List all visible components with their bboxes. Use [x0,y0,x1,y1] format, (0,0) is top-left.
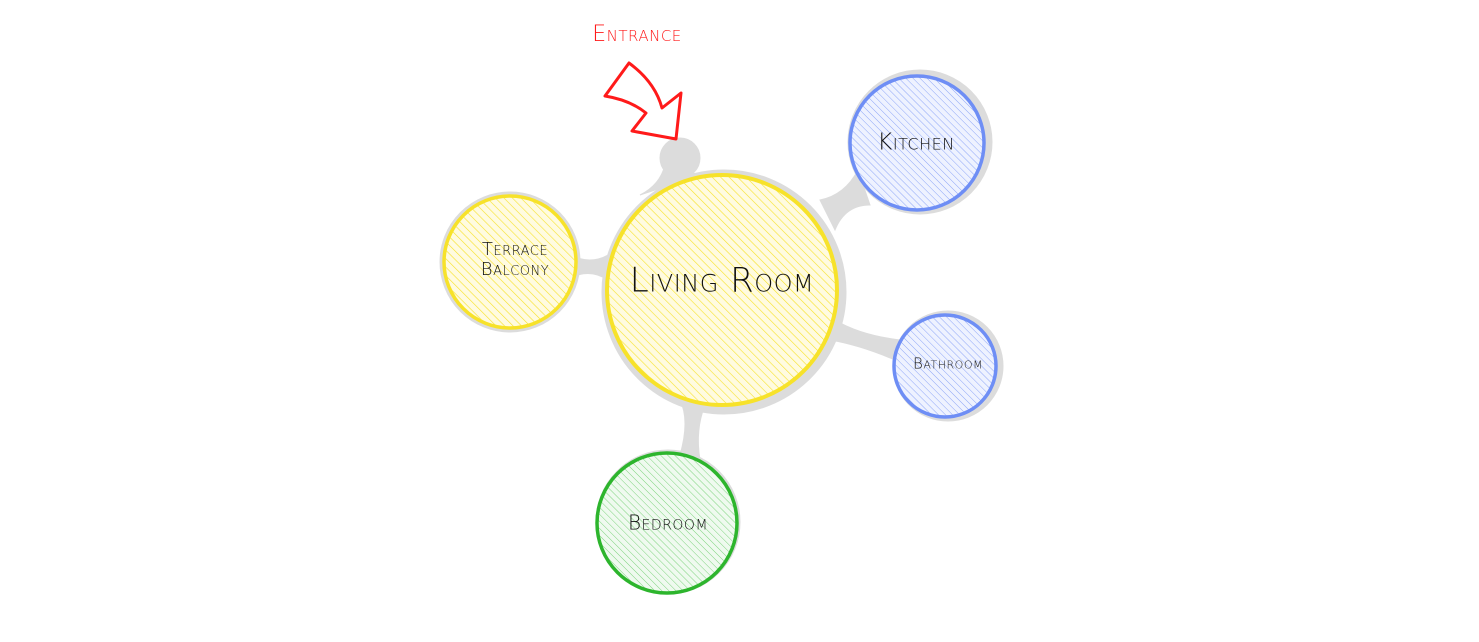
kitchen-label: Kitchen [877,130,954,156]
terrace-label-line1: Terrace [482,239,548,260]
terrace-label-line2: Balcony [481,259,549,280]
entrance-marker: Entrance [592,22,683,141]
entrance-label: Entrance [592,22,682,47]
room-kitchen[interactable]: Kitchen [848,74,986,212]
room-living-room[interactable]: Living Room [605,173,839,407]
room-bedroom[interactable]: Bedroom [595,451,739,595]
entrance-arrow-icon [603,61,683,141]
living-room-label: Living Room [630,261,815,301]
bedroom-label: Bedroom [628,511,708,535]
room-bathroom[interactable]: Bathroom [892,313,998,419]
room-terrace-balcony[interactable]: Terrace Balcony [442,194,578,330]
bathroom-label: Bathroom [913,355,983,373]
